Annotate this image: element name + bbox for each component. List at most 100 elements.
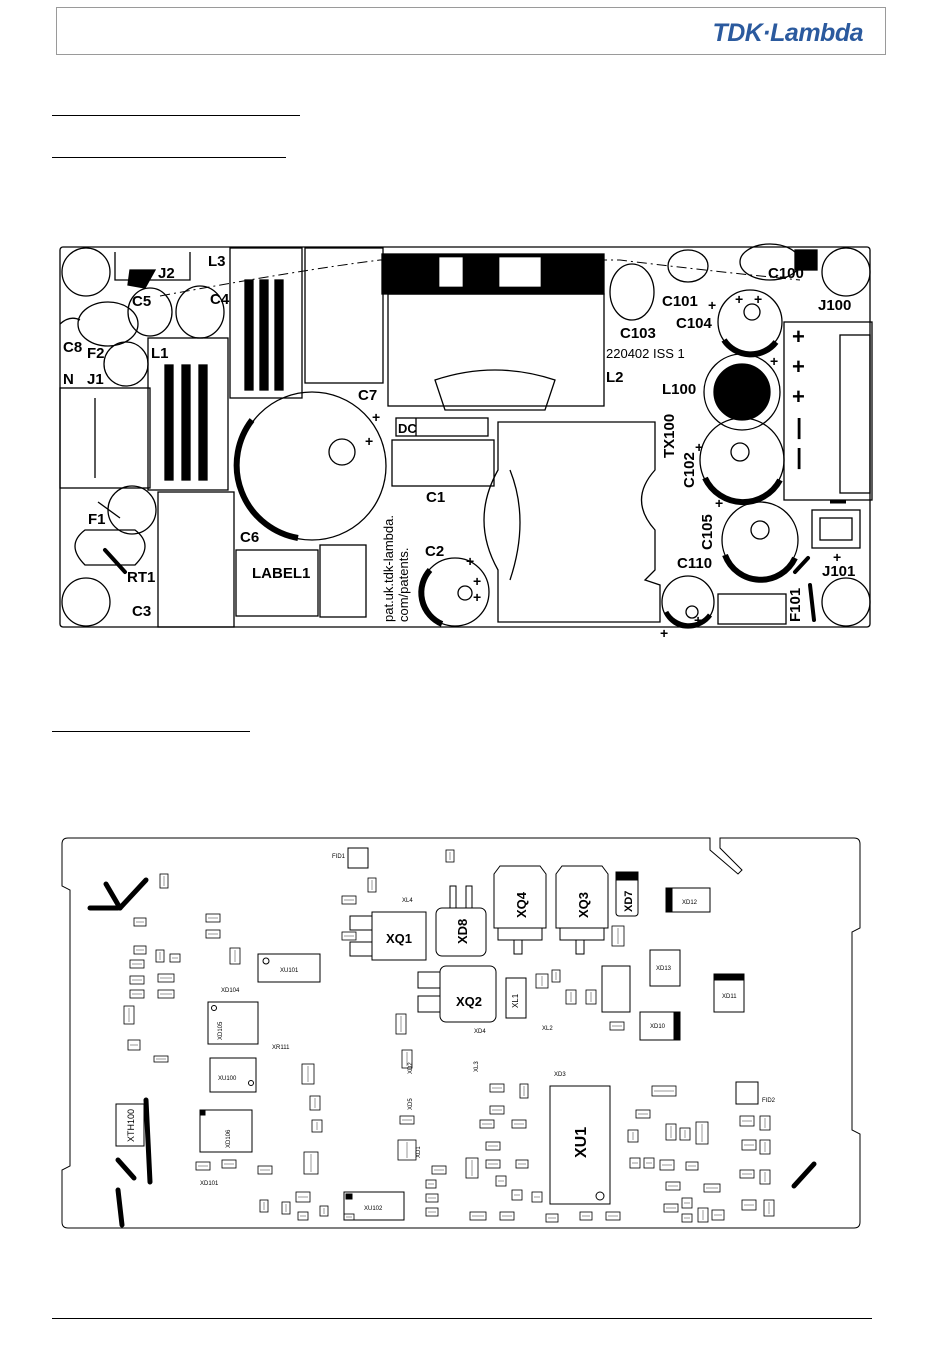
smd-pad (155, 949, 165, 963)
svg-text:+: + (708, 297, 716, 313)
smd-pad (295, 1191, 311, 1203)
label-xq3: XQ3 (576, 892, 591, 918)
label-c5: C5 (132, 293, 151, 310)
smd-pad (129, 989, 145, 999)
smd-pad (229, 947, 241, 965)
label-j100: J100 (818, 297, 851, 314)
tdk-lambda-logo: TDK·Lambda (712, 19, 863, 47)
svg-text:+: + (473, 589, 481, 605)
label-xd5: XD5 (408, 1098, 414, 1110)
label-n: N (63, 371, 74, 388)
label-xd13: XD13 (656, 966, 672, 972)
smd-pad (679, 1127, 691, 1141)
smd-pad (665, 1123, 677, 1141)
smd-pad (129, 975, 145, 985)
smd-pad (259, 1199, 269, 1213)
smd-pad (129, 959, 145, 969)
label-xl1: XL1 (511, 993, 520, 1008)
label-f2: F2 (87, 345, 105, 362)
label-l1: L1 (151, 345, 169, 362)
label-xd101: XD101 (200, 1181, 219, 1187)
label-xd10: XD10 (650, 1024, 666, 1030)
header-frame: TDK·Lambda (56, 7, 886, 55)
svg-text:+: + (365, 433, 373, 449)
smd-pad (515, 1159, 529, 1169)
smd-pad (195, 1161, 211, 1171)
label-dc: DC (398, 421, 417, 436)
smd-pad (159, 873, 169, 889)
label-l2: L2 (606, 369, 624, 386)
label-xd11: XD11 (722, 994, 737, 1000)
smd-pad (469, 1211, 487, 1221)
svg-text:+: + (735, 291, 743, 307)
bottom-pcb-layout: XQ1 XQ2 XD8 XQ4 XQ3 XD7 XU1 XTH100 XU101… (61, 837, 861, 1229)
smd-pad (741, 1139, 757, 1151)
label-c103: C103 (620, 325, 656, 342)
label-c8: C8 (63, 339, 82, 356)
smd-pad (445, 849, 455, 863)
label-patent-line2: com/patents. (396, 548, 411, 622)
label-f1: F1 (88, 511, 106, 528)
smd-pad (703, 1183, 721, 1193)
label-c6: C6 (240, 529, 259, 546)
smd-pad (133, 917, 147, 927)
svg-text:+: + (770, 353, 778, 369)
smd-pad (739, 1115, 755, 1127)
smd-pad (205, 929, 221, 939)
svg-text:+: + (466, 553, 474, 569)
label-xd104: XD104 (221, 988, 240, 994)
smd-pad (531, 1191, 543, 1203)
smd-pad (711, 1209, 725, 1221)
smd-pad (465, 1157, 479, 1179)
smd-pad (609, 1021, 625, 1031)
label-c102: C102 (681, 452, 698, 488)
smd-pad (511, 1189, 523, 1201)
top-pcb-layout: + + + | | + + + + + + + + + + + + + + J2… (59, 243, 873, 640)
smd-pad (367, 877, 377, 893)
smd-pad (343, 1213, 355, 1221)
label-xu101: XU101 (280, 968, 299, 974)
smd-pad (551, 969, 561, 983)
smd-pad (397, 1139, 417, 1161)
smd-pad (665, 1181, 681, 1191)
heading-underline-3 (52, 731, 250, 732)
svg-text:+: + (473, 573, 481, 589)
smd-pad (157, 989, 175, 999)
smd-pad (425, 1207, 439, 1217)
smd-pad (205, 913, 221, 923)
smd-pad (659, 1159, 675, 1171)
label-c104: C104 (676, 315, 713, 332)
smd-pad (425, 1179, 437, 1189)
label-patent-line1: pat.uk.tdk-lambda. (381, 515, 396, 622)
svg-text:+: + (754, 291, 762, 307)
smd-pad (257, 1165, 273, 1175)
label-xl2: XL2 (542, 1026, 553, 1032)
smd-pad (763, 1199, 775, 1217)
svg-text:+: + (833, 549, 841, 565)
smd-pad (629, 1157, 641, 1169)
label-c2: C2 (425, 543, 444, 560)
smd-pad (759, 1139, 771, 1155)
smd-pad (485, 1159, 501, 1169)
smd-pad (695, 1121, 709, 1145)
smd-pad (399, 1115, 415, 1125)
smd-pad (697, 1207, 709, 1223)
svg-text:+: + (660, 625, 668, 640)
smd-pad (341, 895, 357, 905)
label-fid2: FID2 (762, 1098, 776, 1104)
smd-pad (157, 973, 175, 983)
label-xq4: XQ4 (514, 891, 529, 918)
label-j1: J1 (87, 371, 104, 388)
label-c100: C100 (768, 265, 804, 282)
label-c4: C4 (210, 291, 230, 308)
smd-pad (309, 1095, 321, 1111)
smd-pad (297, 1211, 309, 1221)
label-xd3: XD3 (554, 1072, 566, 1078)
footer-rule (52, 1318, 872, 1319)
smd-pad (425, 1193, 439, 1203)
smd-pad (585, 989, 597, 1005)
smd-pad (301, 1063, 315, 1085)
smd-pad (123, 1005, 135, 1025)
svg-text:+: + (694, 612, 702, 628)
smd-pad (739, 1169, 755, 1179)
